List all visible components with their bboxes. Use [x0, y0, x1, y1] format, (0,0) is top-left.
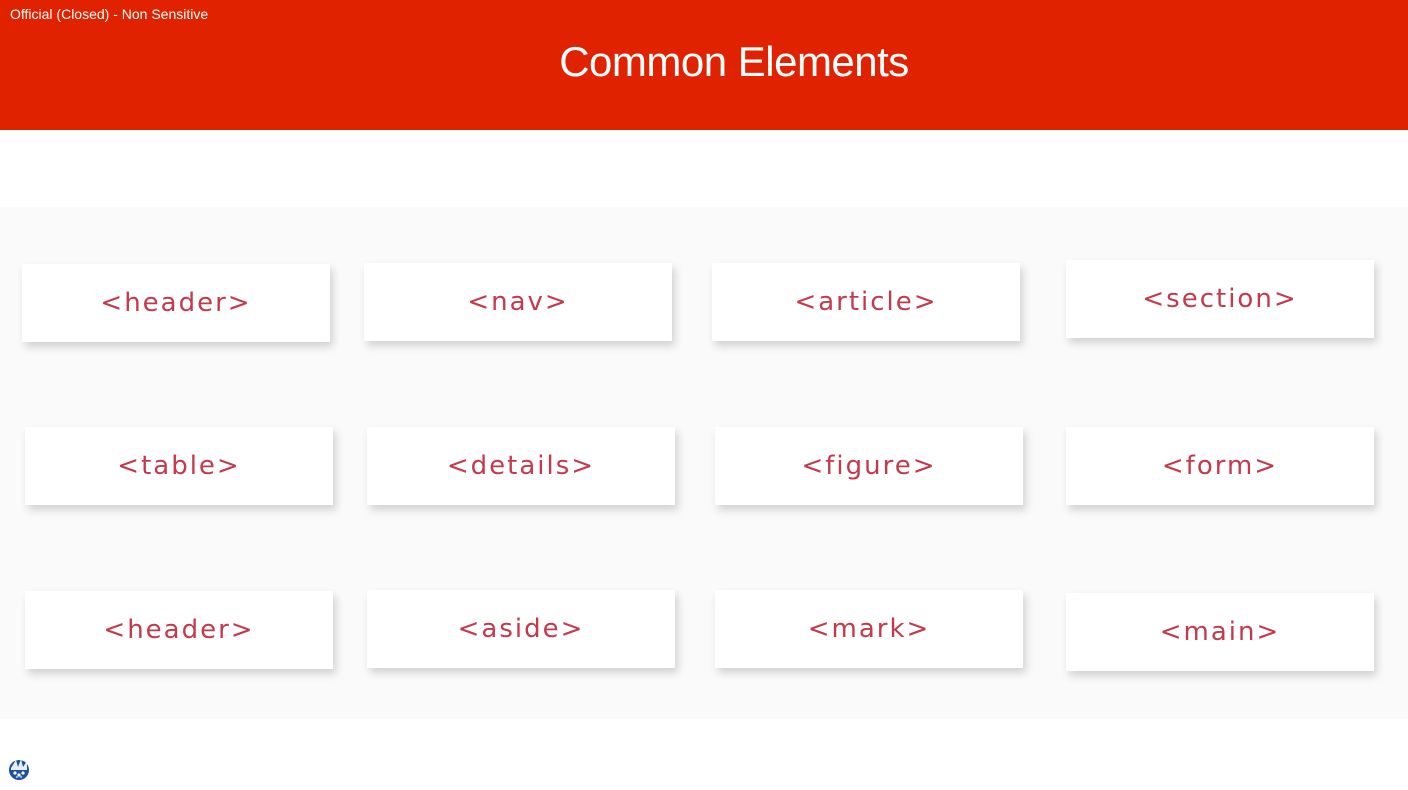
element-tag-label: <header>	[100, 288, 252, 318]
element-tag-label: <details>	[446, 451, 596, 481]
element-tag-label: <aside>	[457, 614, 585, 644]
element-card-table: <table>	[25, 427, 333, 505]
element-card-header: <header>	[22, 264, 330, 342]
element-card-mark: <mark>	[715, 590, 1023, 668]
element-card-nav: <nav>	[364, 263, 672, 341]
element-card-aside: <aside>	[367, 590, 675, 668]
element-tag-label: <form>	[1161, 451, 1279, 481]
element-tag-label: <figure>	[801, 451, 937, 481]
institution-logo-icon	[9, 759, 29, 780]
classification-label: Official (Closed) - Non Sensitive	[10, 6, 209, 22]
element-tag-label: <header>	[103, 615, 255, 645]
element-card-section: <section>	[1066, 260, 1374, 338]
element-tag-label: <mark>	[807, 614, 931, 644]
element-card-header-2: <header>	[25, 591, 333, 669]
element-tag-label: <main>	[1159, 617, 1281, 647]
element-card-figure: <figure>	[715, 427, 1023, 505]
element-tag-label: <nav>	[467, 287, 569, 317]
slide-title: Common Elements	[559, 38, 909, 85]
element-tag-label: <article>	[794, 287, 938, 317]
element-card-article: <article>	[712, 263, 1020, 341]
element-tag-label: <section>	[1142, 284, 1298, 314]
element-card-main: <main>	[1066, 593, 1374, 671]
element-card-details: <details>	[367, 427, 675, 505]
title-banner: Official (Closed) - Non Sensitive Common…	[0, 0, 1408, 130]
element-tag-label: <table>	[117, 451, 241, 481]
element-card-form: <form>	[1066, 427, 1374, 505]
